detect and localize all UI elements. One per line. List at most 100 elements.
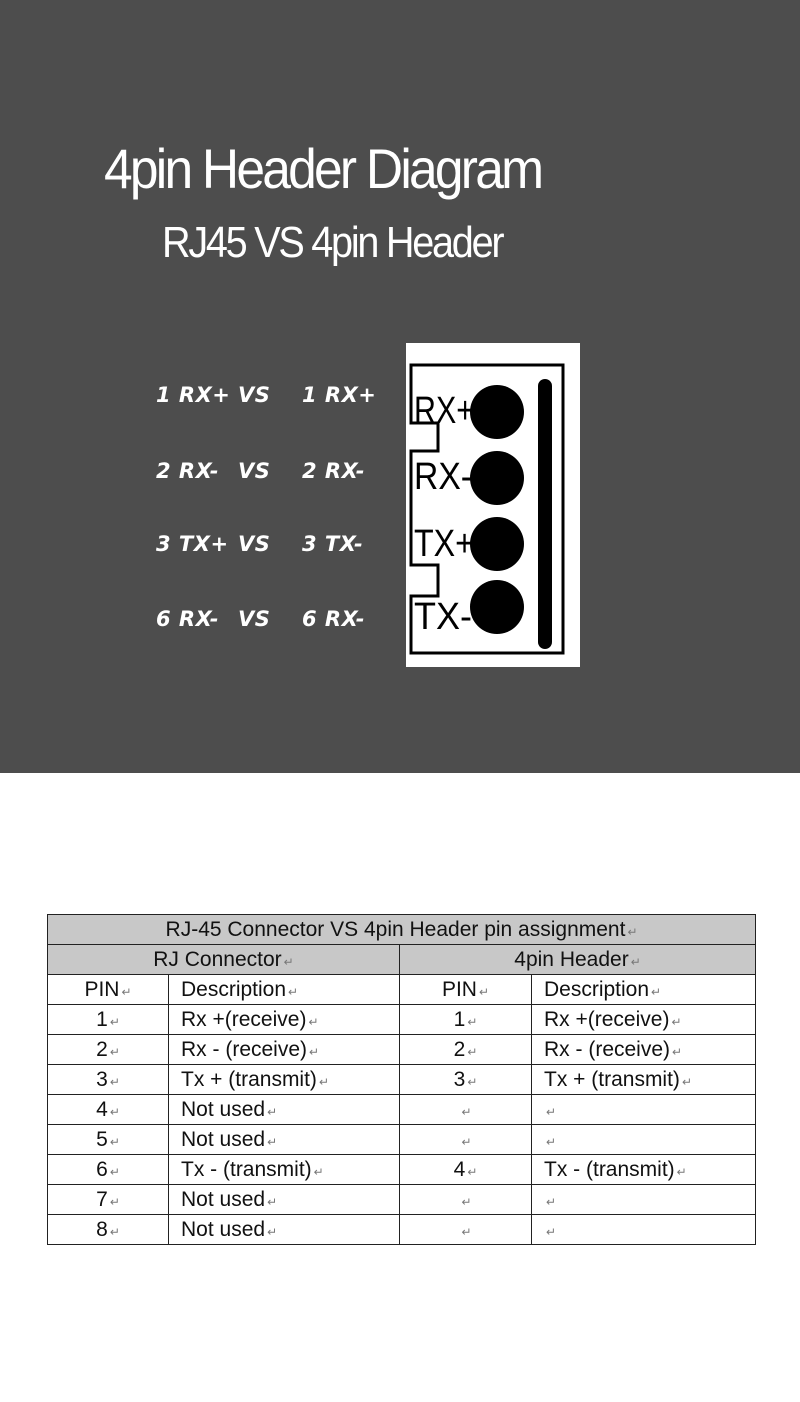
header-description-cell-text: Tx + (transmit) [544,1067,680,1091]
rj-pin-cell: 3↵ [47,1064,169,1095]
rj-description-cell: Not used↵ [168,1094,400,1125]
header-description-cell-text: Rx - (receive) [544,1037,671,1061]
rj-description-cell-text: Rx - (receive) [181,1037,308,1061]
top-panel: 4pin Header Diagram RJ45 VS 4pin Header … [0,0,800,773]
rj45-pin-label: 2 RX- [156,459,220,483]
rj-description-cell: Not used↵ [168,1124,400,1155]
header-pin-label: 6 RX- [302,607,366,631]
header-pin-cell: ↵ [399,1184,532,1215]
rj-pin-cell-text: 1 [96,1007,108,1031]
table-row: 5↵Not used↵↵↵ [47,1124,757,1155]
header-outline-shape [409,363,565,655]
col-header-description: Description↵ [530,974,757,1005]
rj-pin-cell: 5↵ [47,1124,169,1155]
header-description-cell: Tx - (transmit)↵ [530,1154,757,1185]
pin-label: RX+ [414,390,474,432]
header-pin-label: 1 RX+ [302,383,377,407]
vs-label: VS [238,607,271,631]
header-description-cell: Rx +(receive)↵ [530,1004,757,1035]
col-header-pin: PIN↵ [47,974,169,1005]
table-row: 8↵Not used↵↵↵ [47,1214,757,1245]
header-pin-label: 2 RX- [302,459,366,483]
table-title: RJ-45 Connector VS 4pin Header pin assig… [46,914,757,945]
header-pin-cell-text: 2 [453,1037,466,1061]
rj-pin-cell: 7↵ [47,1184,169,1215]
col-header-description: Description↵ [168,974,400,1005]
rj-pin-cell-text: 2 [96,1037,108,1061]
rj-description-cell-text: Not used [181,1217,266,1241]
rj-pin-cell-text: 8 [96,1217,108,1241]
rj-pin-cell-text: 3 [96,1067,108,1091]
pin-assignment-table: RJ-45 Connector VS 4pin Header pin assig… [46,914,757,1245]
vs-label: VS [238,383,271,407]
header-description-cell-text: Rx +(receive) [544,1007,670,1031]
rj-description-cell-text: Not used [181,1187,266,1211]
rj-description-cell-text: Not used [181,1097,266,1121]
header-outline: RX+ RX- TX+ TX- [409,363,565,655]
rj-pin-cell-text: 4 [96,1097,108,1121]
rj-pin-cell-text: 6 [96,1157,108,1181]
header-pin-cell-text: 1 [453,1007,466,1031]
header-pin-label: 3 TX- [302,532,364,556]
group-rj-connector: RJ Connector↵ [47,944,400,975]
rj45-pin-label: 6 RX- [156,607,220,631]
header-description-cell: Tx + (transmit)↵ [530,1064,757,1095]
rj-pin-cell: 6↵ [47,1154,169,1185]
header-description-cell-text: Tx - (transmit) [544,1157,675,1181]
table-row: 2↵Rx - (receive)↵2↵Rx - (receive)↵ [47,1034,757,1065]
header-pin-cell: 2↵ [399,1034,532,1065]
table-row: 3↵Tx + (transmit)↵3↵Tx + (transmit)↵ [47,1064,757,1095]
header-pin-cell: 1↵ [399,1004,532,1035]
page-title: 4pin Header Diagram [104,137,544,200]
rj-description-cell: Not used↵ [168,1184,400,1215]
rj-pin-cell: 1↵ [47,1004,169,1035]
pin-circle-1 [470,385,524,439]
table-group-row: RJ Connector↵ 4pin Header↵ [47,944,757,975]
rj45-pin-label: 1 RX+ [156,383,231,407]
table-title-row: RJ-45 Connector VS 4pin Header pin assig… [46,914,757,945]
rj-description-cell: Tx - (transmit)↵ [168,1154,400,1185]
header-pin-cell: 3↵ [399,1064,532,1095]
pin-circle-4 [470,580,524,634]
header-description-cell: ↵ [530,1184,757,1215]
header-pin-cell-text: 4 [453,1157,466,1181]
vs-label: VS [238,459,271,483]
header-description-cell: ↵ [530,1124,757,1155]
header-pin-cell: ↵ [399,1094,532,1125]
table-row: 6↵Tx - (transmit)↵4↵Tx - (transmit)↵ [47,1154,757,1185]
pin-circle-3 [470,517,524,571]
rj-pin-cell-text: 5 [96,1127,108,1151]
rj-description-cell: Rx +(receive)↵ [168,1004,400,1035]
rj-description-cell-text: Tx + (transmit) [181,1067,317,1091]
table-row: 4↵Not used↵↵↵ [47,1094,757,1125]
rj-description-cell-text: Tx - (transmit) [181,1157,312,1181]
4pin-header-drawing: RX+ RX- TX+ TX- [406,343,580,667]
table-row: 1↵Rx +(receive)↵1↵Rx +(receive)↵ [47,1004,757,1035]
col-header-pin: PIN↵ [399,974,532,1005]
rj-pin-cell: 2↵ [47,1034,169,1065]
rj-pin-cell-text: 7 [96,1187,108,1211]
group-4pin-header: 4pin Header↵ [398,944,757,975]
rj-pin-cell: 4↵ [47,1094,169,1125]
pin-label: TX+ [414,523,474,565]
pin-circle-2 [470,451,524,505]
rj-description-cell: Tx + (transmit)↵ [168,1064,400,1095]
pin-label: RX- [414,456,472,498]
rj-description-cell-text: Rx +(receive) [181,1007,307,1031]
header-description-cell: Rx - (receive)↵ [530,1034,757,1065]
vs-label: VS [238,532,271,556]
table-row: 7↵Not used↵↵↵ [47,1184,757,1215]
page-subtitle: RJ45 VS 4pin Header [162,218,505,267]
header-bar [538,379,552,649]
header-pin-cell: ↵ [399,1124,532,1155]
rj45-pin-label: 3 TX+ [156,532,229,556]
header-pin-cell-text: 3 [453,1067,466,1091]
table-body: 1↵Rx +(receive)↵1↵Rx +(receive)↵2↵Rx - (… [47,1004,757,1245]
column-header-row: PIN↵ Description↵ PIN↵ Description↵ [47,974,757,1005]
header-description-cell: ↵ [530,1094,757,1125]
rj-description-cell: Not used↵ [168,1214,400,1245]
rj-description-cell-text: Not used [181,1127,266,1151]
header-pin-cell: ↵ [399,1214,532,1245]
header-description-cell: ↵ [530,1214,757,1245]
rj-pin-cell: 8↵ [47,1214,169,1245]
